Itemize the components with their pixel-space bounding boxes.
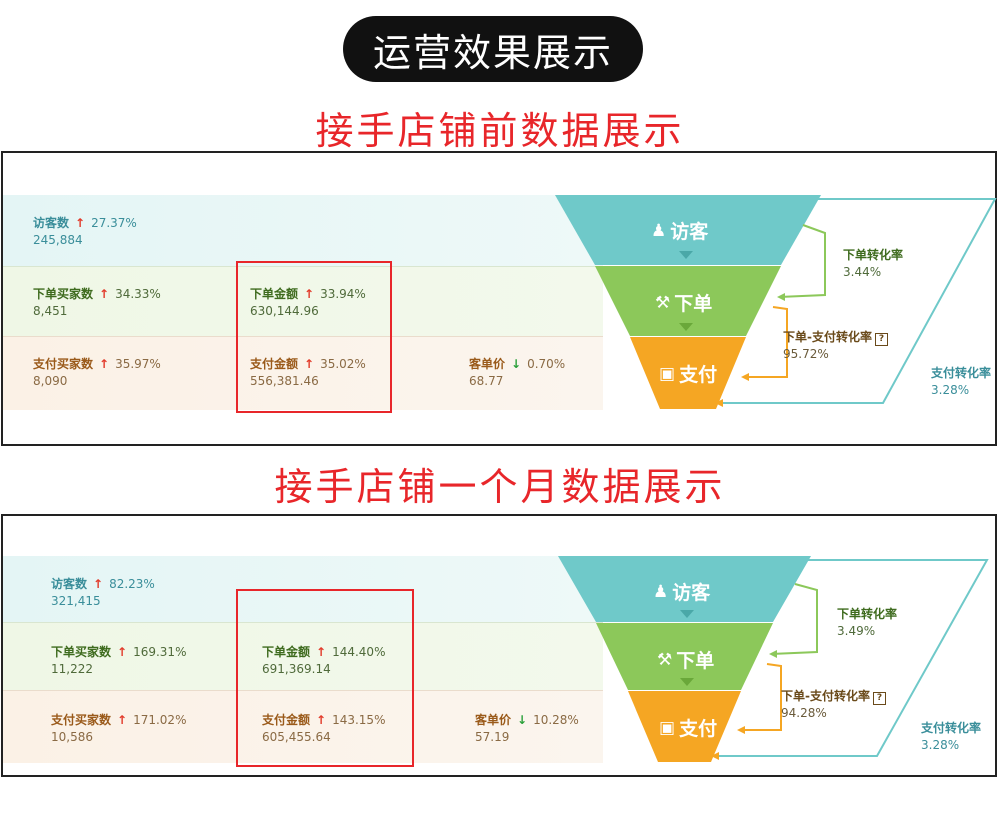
arrow-up-icon: ↑ — [117, 645, 128, 659]
funnel-arrow-icon — [680, 678, 694, 686]
pay-conversion-rate: 支付转化率 3.28% — [921, 721, 982, 752]
question-icon: ? — [872, 692, 886, 705]
arrow-up-icon: ↑ — [304, 287, 315, 301]
pay-buyers-metric: 支付买家数↑171.02% 10,586 — [51, 713, 187, 744]
stats-panel-after: 访客数↑82.23% 321,415 下单买家数↑169.31% 11,222 … — [1, 514, 997, 777]
funnel-label-pay: ▣支付 — [659, 717, 718, 741]
arrow-down-icon: ↓ — [517, 713, 528, 727]
order-row — [3, 266, 603, 337]
order-amount-metric: 下单金额↑33.94% 630,144.96 — [250, 287, 366, 318]
pay-row — [3, 690, 603, 763]
order-pay-rate-connector — [743, 306, 788, 378]
funnel-pay-segment — [630, 337, 746, 409]
order-row — [3, 622, 603, 691]
stats-panel-before: 访客数↑27.37% 245,884 下单买家数↑34.33% 8,451 下单… — [1, 151, 997, 446]
visitors-metric: 访客数↑27.37% 245,884 — [33, 216, 137, 247]
funnel-arrow-icon — [679, 323, 693, 331]
arrow-up-icon: ↑ — [93, 577, 104, 591]
pay-conversion-rate: 支付转化率 3.28% — [931, 366, 992, 397]
arrow-up-icon: ↑ — [117, 713, 128, 727]
user-icon: ♟ — [653, 581, 669, 602]
conversion-funnel — [558, 556, 989, 762]
wallet-icon: ▣ — [659, 363, 676, 384]
page-title: 运营效果展示 — [343, 16, 643, 82]
funnel-label-visit: ♟访客 — [651, 220, 709, 244]
unit-price-metric: 客单价↓10.28% 57.19 — [475, 713, 579, 744]
order-buyers-metric: 下单买家数↑169.31% 11,222 — [51, 645, 187, 676]
highlight-box — [236, 261, 392, 413]
section-title-before: 接手店铺前数据展示 — [315, 109, 685, 153]
funnel-arrow-icon — [680, 610, 694, 618]
unit-price-metric: 客单价↓0.70% 68.77 — [469, 357, 566, 388]
funnel-label-visit: ♟访客 — [653, 581, 711, 605]
order-conversion-rate: 下单转化率 3.44% — [843, 248, 904, 279]
order-to-pay-conversion-rate: 下单-支付转化率? 94.28% — [781, 688, 886, 722]
question-icon: ? — [874, 333, 888, 346]
visitors-metric: 访客数↑82.23% 321,415 — [51, 577, 155, 608]
order-buyers-metric: 下单买家数↑34.33% 8,451 — [33, 287, 161, 318]
pay-amount-metric: 支付金额↑143.15% 605,455.64 — [262, 713, 386, 744]
arrow-down-icon: ↓ — [511, 357, 522, 371]
order-rate-connector — [770, 583, 818, 655]
funnel-arrow-icon — [679, 251, 693, 259]
visitors-row — [3, 195, 603, 266]
funnel-visit-segment — [558, 556, 811, 622]
order-pay-rate-connector — [739, 663, 782, 731]
order-amount-metric: 下单金额↑144.40% 691,369.14 — [262, 645, 386, 676]
funnel-visit-segment — [555, 195, 821, 265]
pay-rate-connector — [717, 198, 997, 404]
conversion-funnel — [555, 195, 997, 409]
funnel-order-segment — [596, 623, 773, 690]
user-icon: ♟ — [651, 220, 667, 241]
pay-rate-connector — [713, 559, 989, 757]
section-title-after: 接手店铺一个月数据展示 — [274, 465, 726, 509]
order-to-pay-conversion-rate: 下单-支付转化率? 95.72% — [783, 329, 888, 363]
wallet-icon: ▣ — [659, 717, 676, 738]
funnel-label-order: ⚒下单 — [655, 292, 713, 316]
order-conversion-rate: 下单转化率 3.49% — [837, 607, 898, 638]
order-rate-connector — [778, 224, 826, 298]
arrow-up-icon: ↑ — [75, 216, 86, 230]
funnel-order-segment — [595, 266, 781, 336]
arrow-up-icon: ↑ — [99, 357, 110, 371]
pay-amount-metric: 支付金额↑35.02% 556,381.46 — [250, 357, 366, 388]
gavel-icon: ⚒ — [657, 649, 673, 670]
arrow-up-icon: ↑ — [316, 645, 327, 659]
arrow-up-icon: ↑ — [304, 357, 315, 371]
arrow-up-icon: ↑ — [99, 287, 110, 301]
pay-row — [3, 336, 603, 410]
highlight-box — [236, 589, 414, 767]
funnel-pay-segment — [628, 691, 741, 762]
arrow-up-icon: ↑ — [316, 713, 327, 727]
gavel-icon: ⚒ — [655, 292, 671, 313]
funnel-label-pay: ▣支付 — [659, 363, 718, 387]
funnel-label-order: ⚒下单 — [657, 649, 715, 673]
pay-buyers-metric: 支付买家数↑35.97% 8,090 — [33, 357, 161, 388]
